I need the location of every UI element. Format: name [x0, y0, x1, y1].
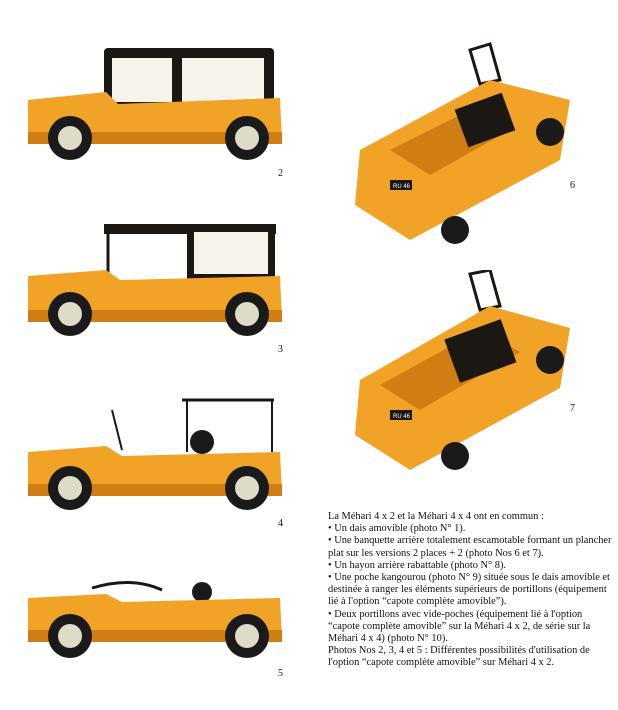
item-5: • Deux portillons avec vide-poches (équi… — [328, 608, 591, 645]
photo-3-number: 3 — [278, 344, 283, 355]
item-3: • Un hayon arrière rabattable (photo N° … — [328, 559, 507, 571]
plate-photo-7: RU 46 — [393, 414, 411, 420]
photo-4-car-open-frame — [22, 392, 287, 517]
photo-2-number: 2 — [278, 168, 283, 179]
photo-4-number: 4 — [278, 518, 283, 529]
description-text: La Méhari 4 x 2 et la Méhari 4 x 4 ont e… — [328, 511, 613, 670]
photo-3-car-open-sides — [22, 218, 287, 343]
photo-6-car-rear-view: RU 46 — [350, 40, 575, 250]
item-4: • Une poche kangourou (photo N° 9) situé… — [328, 572, 610, 608]
photo-7-car-tailgate-down: RU 46 — [350, 270, 575, 475]
photo-6-number: 6 — [570, 180, 575, 191]
intro-line: La Méhari 4 x 2 et la Méhari 4 x 4 ont e… — [328, 511, 544, 522]
plate-photo-6: RU 46 — [393, 184, 411, 190]
item-1: • Un dais amovible (photo N° 1). — [328, 523, 466, 535]
photo-2-car-full-top — [22, 40, 287, 165]
item-2: • Une banquette arrière totalement escam… — [328, 535, 612, 559]
photo-7-number: 7 — [570, 403, 575, 414]
photo-5-car-roof-down — [22, 568, 287, 668]
closing-line: Photos Nos 2, 3, 4 et 5 : Différentes po… — [328, 645, 590, 669]
photo-5-number: 5 — [278, 668, 283, 679]
